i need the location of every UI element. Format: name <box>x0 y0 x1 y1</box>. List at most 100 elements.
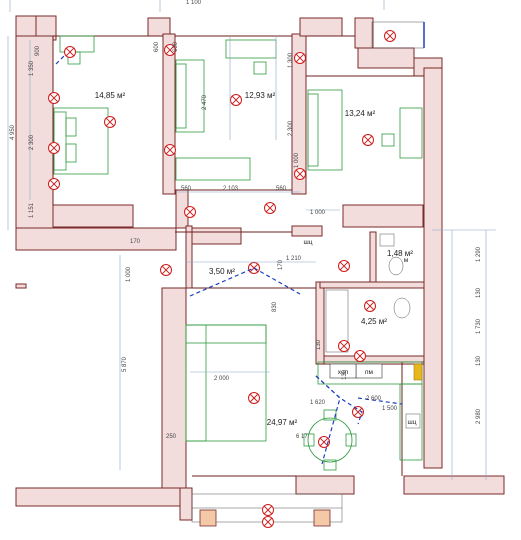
dim-right-130a: 130 <box>476 287 482 298</box>
sink-wc <box>379 233 395 247</box>
desk-right <box>399 107 423 159</box>
kitchen-counter-side <box>399 383 423 461</box>
dim-bed2-2470: 2 470 <box>202 94 208 110</box>
dim-left-900: 900 <box>35 45 41 56</box>
ceiling-light-icon <box>294 168 306 180</box>
dim-top-1100: 1 100 <box>186 0 202 6</box>
area-wc: 1,48 м² <box>387 249 413 258</box>
wall-right <box>423 67 443 469</box>
ceiling-light-icon <box>318 436 330 448</box>
dim-bed3-2300: 2 300 <box>288 120 294 136</box>
ceiling-light-icon <box>164 144 176 156</box>
ceiling-light-icon <box>364 300 376 312</box>
label-dishwasher: пм <box>365 369 374 376</box>
area-living-kitchen: 24,97 м² <box>267 418 298 427</box>
wall-bottom-right <box>403 475 505 495</box>
ceiling-light-icon <box>362 134 374 146</box>
wall-left-stub <box>15 283 27 289</box>
desk-middle <box>225 39 277 59</box>
wall-hall-right-top <box>291 225 323 237</box>
area-bedroom-right: 13,24 м² <box>345 109 376 118</box>
label-dish-rack: шц <box>304 239 313 246</box>
bathtub <box>325 289 349 353</box>
wall-bottom-left-b <box>179 487 193 521</box>
wardrobe-middle <box>175 157 251 181</box>
dim-hall-830: 830 <box>272 301 278 312</box>
label-fridge: хол <box>338 369 349 376</box>
stove <box>413 363 423 381</box>
ceiling-light-icon <box>352 406 364 418</box>
dim-living-1620: 1 620 <box>310 400 326 406</box>
wall-wc-left <box>369 231 377 283</box>
wall-hall-left <box>185 225 193 289</box>
sofa-right <box>307 89 343 171</box>
ceiling-light-icon <box>164 44 176 56</box>
area-hall: 3,50 м² <box>209 267 235 276</box>
dim-hall-1000: 1 000 <box>126 266 132 282</box>
dim-right-2980: 2 980 <box>476 408 482 424</box>
label-washer: м <box>404 257 409 264</box>
wall-bath-top <box>319 281 425 289</box>
dim-corr-2103: 2 103 <box>223 186 239 192</box>
appliance-labels: хол пм м шц шц <box>304 239 417 426</box>
dim-living-5870: 5 870 <box>122 356 128 372</box>
bed-left <box>53 107 109 175</box>
dimension-lines <box>7 0 496 480</box>
ceiling-light-icon <box>262 504 274 516</box>
ceiling-light-icon <box>338 260 350 272</box>
dim-bed3-1000: 1 000 <box>294 152 300 168</box>
wall-bed1-bed2 <box>162 33 176 195</box>
wall-top-right-b <box>357 47 415 69</box>
dim-bath-130a: 130 <box>316 339 322 350</box>
wall-top-mid-b <box>299 17 343 37</box>
label-closet: шц <box>408 419 417 426</box>
toilet-bath <box>393 297 411 319</box>
window-top-right <box>371 21 425 49</box>
dim-bed1-600: 600 <box>154 41 160 52</box>
dim-corr-560-left: 560 <box>181 186 192 192</box>
ceiling-light-icon <box>294 52 306 64</box>
ceiling-light-icon <box>184 206 196 218</box>
wall-mid-left <box>15 227 177 251</box>
dim-hall-170b: 170 <box>278 259 284 270</box>
dim-living-1500: 1 500 <box>382 406 398 412</box>
dim-left-1350: 1 350 <box>29 60 35 76</box>
area-bedroom-left: 14,85 м² <box>95 91 126 100</box>
dim-bath-130b: 130 <box>342 369 348 380</box>
wall-bath-bottom <box>323 355 425 363</box>
ceiling-light-icon <box>230 94 242 106</box>
ceiling-light-icon <box>384 30 396 42</box>
wall-living-left <box>161 287 187 489</box>
dim-living-2000: 2 000 <box>214 376 230 382</box>
furniture <box>53 35 423 471</box>
wall-bottom-mid <box>295 475 355 495</box>
dim-living-250: 250 <box>166 434 177 440</box>
dim-bed2-1300: 1 300 <box>288 52 294 68</box>
ceiling-light-icon <box>48 142 60 154</box>
column-right <box>313 509 331 527</box>
toilet-wc <box>388 256 404 276</box>
wall-top-mid-a <box>147 17 171 37</box>
ceiling-light-icon <box>262 516 274 528</box>
ceiling-light-icon <box>48 178 60 190</box>
dim-left-4950: 4 950 <box>10 124 16 140</box>
lights <box>48 30 396 528</box>
dimension-texts: 900 1 350 4 950 2 300 1 151 600 2 470 60… <box>10 0 482 440</box>
wall-bed3-bottom <box>342 204 424 228</box>
light-wiring <box>55 53 403 465</box>
wall-bed2-bed3 <box>291 33 307 195</box>
ceiling-light-icon <box>248 262 260 274</box>
area-bedroom-middle: 12,93 м² <box>245 91 276 100</box>
wall-bottom-left <box>15 487 193 507</box>
dim-living-2600: 2 600 <box>366 396 382 402</box>
column-left <box>199 509 217 527</box>
ceiling-light-icon <box>64 46 76 58</box>
ceiling-light-icon <box>338 340 350 352</box>
dim-left-2300: 2 300 <box>29 134 35 150</box>
sofa-corner <box>185 324 267 442</box>
dim-living-617: 6 17 <box>296 434 308 440</box>
dim-corr-560-right: 560 <box>276 186 287 192</box>
wall-bath-left <box>315 281 325 365</box>
ceiling-light-icon <box>354 350 366 362</box>
